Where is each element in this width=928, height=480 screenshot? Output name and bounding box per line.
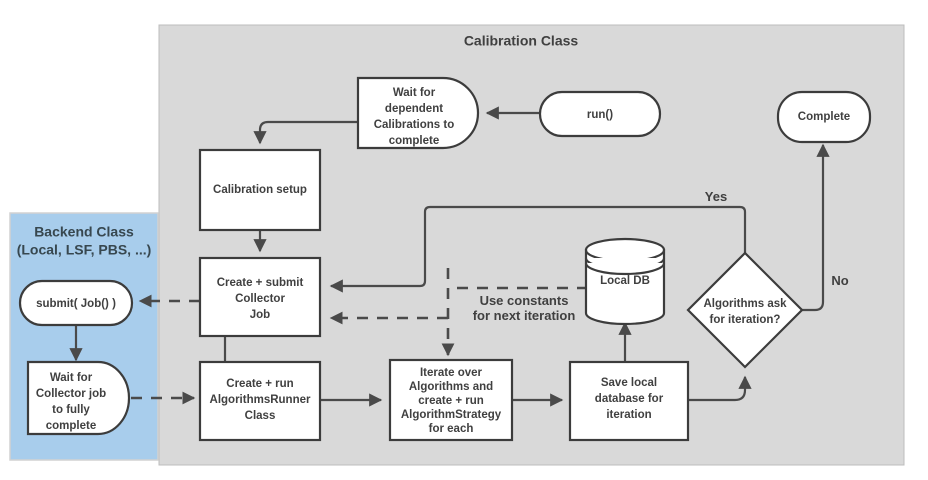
node-wait-dependent-line1: Wait for <box>393 87 436 99</box>
node-collector-job-line3: Job <box>250 309 270 321</box>
edge-save-to-decision <box>688 375 752 402</box>
edge-decision-yes <box>329 205 747 293</box>
node-save-line1: Save local <box>601 377 657 389</box>
node-algorithms-runner-line2: AlgorithmsRunner <box>210 394 311 406</box>
calibration-class-title: Calibration Class <box>464 33 579 49</box>
node-iterate-algorithms[interactable]: Iterate over Algorithms and create + run… <box>388 358 514 442</box>
node-collector-job[interactable]: Create + submit Collector Job <box>198 256 322 338</box>
edge-label-no: No <box>831 273 848 288</box>
edge-label-use-constants-line1: Use constants <box>480 293 569 308</box>
node-wait-collector-line4: complete <box>46 420 97 432</box>
node-calibration-setup-label: Calibration setup <box>213 184 307 196</box>
node-decision-line2: for iteration? <box>710 314 781 326</box>
edge-decision-no <box>802 143 830 312</box>
node-local-db-label: Local DB <box>600 275 650 287</box>
node-run[interactable]: run() <box>538 90 662 138</box>
node-decision-line1: Algorithms ask <box>703 298 787 310</box>
node-collector-job-line1: Create + submit <box>217 277 304 289</box>
node-algorithms-runner-line3: Class <box>245 410 276 422</box>
edge-label-yes: Yes <box>705 189 727 204</box>
node-save-local-db[interactable]: Save local database for iteration <box>568 360 690 442</box>
node-wait-dependent-line3: Calibrations to <box>374 119 455 131</box>
node-save-line3: iteration <box>606 409 651 421</box>
node-wait-collector-line2: Collector job <box>36 388 106 400</box>
backend-class-title-line2: (Local, LSF, PBS, ...) <box>17 242 152 258</box>
node-iterate-line3: create + run <box>418 395 484 407</box>
node-calibration-setup[interactable]: Calibration setup <box>198 148 322 232</box>
node-decision-iteration[interactable]: Algorithms ask for iteration? <box>686 251 804 369</box>
node-iterate-line4: AlgorithmStrategy <box>401 409 502 421</box>
node-iterate-line2: Algorithms and <box>409 381 493 393</box>
node-wait-dependent-line2: dependent <box>385 103 443 115</box>
node-algorithms-runner-line1: Create + run <box>226 378 293 390</box>
node-complete[interactable]: Complete <box>776 90 872 144</box>
node-iterate-line5: for each <box>429 423 474 435</box>
node-wait-dependent-line4: complete <box>389 135 440 147</box>
node-wait-collector[interactable]: Wait for Collector job to fully complete <box>26 360 131 436</box>
node-wait-collector-line3: to fully <box>52 404 90 416</box>
node-iterate-line1: Iterate over <box>420 367 483 379</box>
edge-wait-to-setup <box>253 120 358 145</box>
node-collector-job-line2: Collector <box>235 293 285 305</box>
edge-label-use-constants-line2: for next iteration <box>473 308 576 323</box>
node-local-db[interactable]: Local DB <box>584 237 666 326</box>
backend-class-title-line1: Backend Class <box>34 224 134 240</box>
node-wait-collector-line1: Wait for <box>50 372 93 384</box>
node-save-line2: database for <box>595 393 664 405</box>
node-wait-dependent[interactable]: Wait for dependent Calibrations to compl… <box>356 76 480 150</box>
node-run-label: run() <box>587 109 613 121</box>
node-submit-job-label: submit( Job() ) <box>36 298 116 310</box>
node-algorithms-runner[interactable]: Create + run AlgorithmsRunner Class <box>198 360 322 442</box>
node-complete-label: Complete <box>798 111 850 123</box>
node-submit-job[interactable]: submit( Job() ) <box>18 279 134 327</box>
